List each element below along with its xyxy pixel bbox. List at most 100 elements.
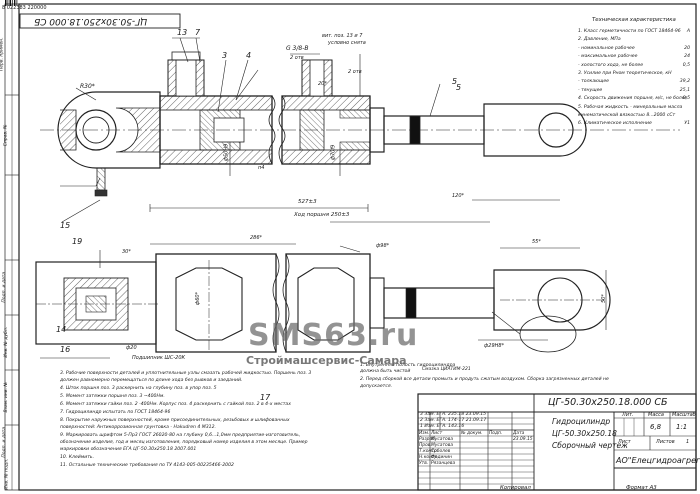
callout-16: 16 <box>60 345 71 354</box>
dim-d98: ф98* <box>376 243 390 249</box>
signature-name: Мусатова <box>431 443 454 448</box>
dim-thread: G 3/8-B <box>286 45 309 52</box>
top-section-view <box>40 51 680 197</box>
signature-doc: № докум. <box>461 431 483 436</box>
tech-row-value: А <box>686 29 690 34</box>
tech-row: - толкающее 39,2 <box>578 78 690 86</box>
callout-4: 4 <box>246 51 252 60</box>
dim-30: 30* <box>122 249 131 255</box>
tech-row-value: У1 <box>684 121 690 127</box>
note-5: 5. Момент затяжки поршня поз. 3 ~400Нм. <box>60 394 165 399</box>
note-top2: условно снята <box>328 40 366 46</box>
note-right-2b: допускается. <box>360 384 393 389</box>
note-6: 6. Момент затяжки гайки поз. 2 -400Нм. К… <box>60 402 291 407</box>
dim-50: 50* <box>600 294 607 303</box>
tech-row-label: 5. Рабочая жидкость - минеральные масла <box>578 104 683 110</box>
signature-date: Дата <box>513 431 525 436</box>
tech-row-label: 1. Класс герметичности по ГОСТ 18464-96 <box>578 29 681 34</box>
tech-row-value: 0,5 <box>682 96 690 102</box>
tech-row-value: 39,2 <box>679 79 690 85</box>
tech-row-label: - максимальное рабочее <box>578 54 638 60</box>
signature-name: Мусатова <box>431 437 454 442</box>
callout-17: 17 <box>260 393 271 402</box>
callout-5b: 5 <box>456 83 462 92</box>
callout-14: 14 <box>56 325 67 334</box>
dim-2otv-1: 2 отв <box>290 55 304 61</box>
change-row-3: 1 Изм. ЕГА. 143.16 <box>420 424 465 429</box>
margin-vzam-inv: Взам. инв. № <box>4 381 10 413</box>
note-9c: маркировки обозначения ЕГА ЦГ-50.30х250.… <box>60 447 197 452</box>
watermark-subtitle: Строймашсервис-Самара <box>246 354 407 367</box>
label-kopiroval: Копировал <box>500 485 531 491</box>
label-masshtab: Масштаб <box>672 412 696 418</box>
tech-row-label: - толкающее <box>578 79 609 85</box>
dim-d20: ф20 <box>126 345 137 351</box>
note-top: вит. поз. 13 и 7 <box>322 33 363 39</box>
callout-15: 15 <box>60 221 71 230</box>
tech-row: - номинальное рабочее 20 <box>578 45 690 53</box>
note-9a: 9. Маркировать шрифтом 5-Пр3 ГОСТ 26020-… <box>60 433 301 438</box>
margin-perv-prim: Перв. примен. <box>0 37 5 72</box>
signature-sign: Подп. <box>489 431 503 436</box>
label-list: Лист <box>618 439 631 445</box>
signature-role: Н.контр. <box>419 455 439 460</box>
dim-20: 20* <box>318 81 327 87</box>
margin-podp-data-1: Подп. и дата <box>2 271 8 303</box>
signature-name: Соболев <box>431 449 451 454</box>
top-leaders <box>60 37 560 223</box>
signature-role: Изм. <box>419 431 430 436</box>
tech-row: - холостого хода, не более 0,5 <box>578 62 690 70</box>
tech-row-value: 0,5 <box>682 62 690 68</box>
barcode <box>5 0 18 6</box>
note-3b: должен равномерно перемещаться по длине … <box>60 378 243 383</box>
title-name-1: Гидроцилиндр <box>552 417 611 426</box>
tech-row-label: кинематической вязкостью 8...2000 сСт <box>578 113 676 118</box>
margin-podp-data-2: Подп. и дата <box>2 426 8 458</box>
callout-5: 5 <box>452 77 458 86</box>
mass-value: 6,8 <box>650 423 662 431</box>
tech-row-value: 24 <box>684 54 690 60</box>
change-row-1: 3 Зам. ЕГА. 235.18 23.09.15 <box>420 412 487 417</box>
tech-row-value: 25,1 <box>679 87 690 93</box>
margin-inv-podl: Инв. № подл. <box>4 458 10 490</box>
note-right-2a: 2. Перед сборкой все детали промыть и пр… <box>360 377 609 382</box>
dim-286: 286* <box>250 235 263 241</box>
title-name-2: ЦГ-50.30х250.18 <box>552 429 617 438</box>
tech-row-value: 20 <box>684 45 690 51</box>
tech-title: Техническая характеристика <box>592 17 676 23</box>
note-3a: 3. Рабочие поверхности деталей и уплотни… <box>60 371 312 376</box>
margin-inv-dubl: Инв. № дубл. <box>4 326 10 358</box>
callout-7: 7 <box>195 28 201 37</box>
signature-name: Лист <box>431 431 443 436</box>
tech-row: кинематической вязкостью 8...2000 сСт <box>578 112 690 120</box>
label-format: Формат А3 <box>626 485 657 491</box>
tech-row-label: 6. Климатическое исполнение <box>578 121 652 127</box>
tech-row: 6. Климатическое исполнение У1 <box>578 120 690 128</box>
barcode-number: 8 022383 220000 <box>2 5 47 11</box>
signature-date: 23.09.15 <box>513 437 533 442</box>
bottom-view <box>35 243 611 359</box>
tech-row: 1. Класс герметичности по ГОСТ 18464-96 А <box>578 28 690 36</box>
scale-value: 1:1 <box>676 423 688 431</box>
dim-2otv-2: 2 отв <box>348 69 362 75</box>
dim-d50: ф50Н9 <box>223 143 230 162</box>
tech-row: 5. Рабочая жидкость - минеральные масла <box>578 104 690 112</box>
signature-role: Разраб. <box>419 437 437 442</box>
dim-stroke: Ход поршня 250±3 <box>294 212 350 218</box>
company-name: АО"Елецгидроагрегат" <box>616 456 700 465</box>
note-11: 11. Остальные технические требования по … <box>60 463 234 468</box>
dim-radius: R30* <box>80 83 95 90</box>
tech-row: - максимальное рабочее 24 <box>578 53 690 61</box>
label-lit: Лит. <box>622 412 634 418</box>
listov-value: 1 <box>686 439 690 445</box>
tech-row-label: 3. Усилие при Pном теоретическое, кН <box>578 71 672 76</box>
tech-row: 3. Усилие при Pном теоретическое, кН <box>578 70 690 78</box>
note-9b: обозначение изделия, год и месяц изготов… <box>60 440 308 445</box>
tech-row-label: 4. Скорость движения поршня, м/с, не бол… <box>578 96 688 102</box>
signature-role: Утв. <box>419 461 429 466</box>
callout-13: 13 <box>177 28 188 37</box>
tech-row-label: - номинальное рабочее <box>578 45 635 51</box>
tech-row-label: - холостого хода, не более <box>578 62 644 68</box>
